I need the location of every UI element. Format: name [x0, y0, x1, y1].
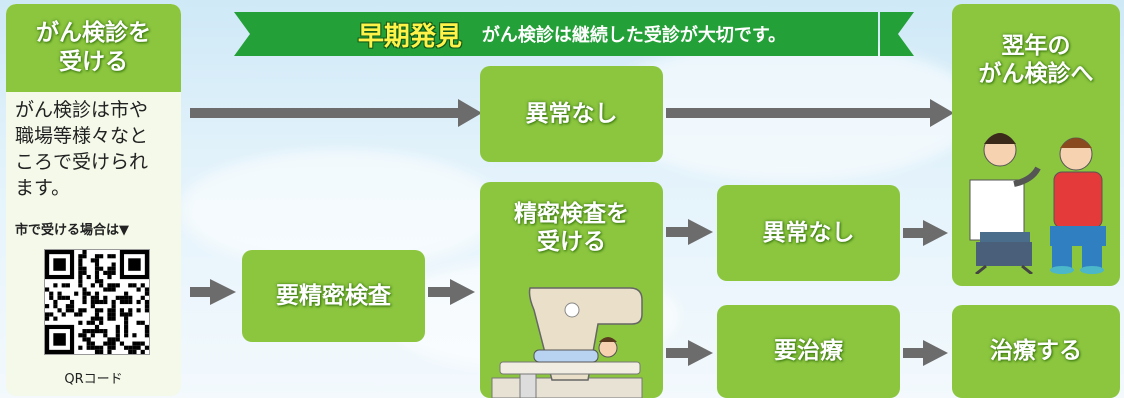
- arrow-head: [923, 220, 948, 246]
- node-label: 要治療: [774, 338, 843, 365]
- node-label-line1: 翌年の: [1001, 33, 1071, 59]
- arrow-head: [210, 279, 236, 305]
- banner-ribbon-right-icon: [880, 12, 914, 56]
- ct-scanner-illustration: [491, 287, 643, 398]
- banner-title: 早期発見: [357, 21, 462, 52]
- arrow-head: [923, 340, 948, 366]
- node-get-treatment: 治療する: [952, 305, 1120, 398]
- step-title-line2: 受ける: [59, 49, 128, 75]
- node-no-abnormality-top: 異常なし: [480, 66, 663, 162]
- description-line: 職場等様々なと: [15, 125, 149, 147]
- description-line: ます。: [15, 177, 71, 199]
- qr-code-icon: [45, 250, 149, 354]
- arrow-line: [666, 108, 932, 118]
- arrow-head: [458, 99, 482, 127]
- node-take-detailed-exam: 精密検査を 受ける: [480, 182, 663, 398]
- arrow-line: [903, 228, 925, 238]
- screening-description: がん検診は市や 職場等様々なと ころで受けられ ます。: [15, 97, 175, 201]
- arrow-head: [450, 279, 475, 305]
- step-get-screening: がん検診を 受ける: [6, 4, 181, 92]
- description-line: ころで受けられ: [15, 151, 149, 173]
- banner-ribbon-left-icon: [234, 12, 268, 56]
- arrow-line: [428, 287, 452, 297]
- banner-subtitle: がん検診は継続した受診が大切です。: [481, 25, 787, 46]
- qr-code[interactable]: [44, 249, 150, 355]
- left-panel: がん検診を 受ける がん検診は市や 職場等様々なと ころで受けられ ます。 市で…: [6, 4, 181, 396]
- arrow-head: [688, 219, 713, 245]
- node-label-line2: 受ける: [537, 229, 606, 256]
- city-screening-label: 市で受ける場合は▼: [15, 223, 129, 238]
- arrow-line: [666, 227, 690, 237]
- arrow-line: [666, 348, 690, 358]
- node-next-year-screening: 翌年の がん検診へ: [952, 4, 1120, 286]
- qr-code-label: QRコード: [64, 372, 123, 387]
- doctor-consultation-illustration: [969, 133, 1106, 274]
- node-label: 要精密検査: [276, 282, 391, 309]
- node-label: 異常なし: [525, 100, 618, 127]
- arrow-head: [930, 99, 954, 127]
- node-needs-detailed-exam: 要精密検査: [242, 250, 425, 342]
- arrow-line: [190, 287, 212, 297]
- arrow-head: [688, 340, 713, 366]
- node-label-line1: 精密検査を: [514, 201, 629, 227]
- node-label: 異常なし: [762, 219, 855, 246]
- node-no-abnormality-mid: 異常なし: [717, 185, 900, 281]
- description-line: がん検診は市や: [15, 99, 149, 121]
- node-label-line2: がん検診へ: [978, 61, 1094, 88]
- node-needs-treatment: 要治療: [717, 305, 900, 398]
- step-title-line1: がん検診を: [36, 20, 151, 47]
- arrow-line: [190, 108, 460, 118]
- arrow-line: [903, 348, 925, 358]
- early-detection-banner: 早期発見 がん検診は継続した受診が大切です。: [266, 12, 878, 56]
- node-label: 治療する: [990, 338, 1082, 365]
